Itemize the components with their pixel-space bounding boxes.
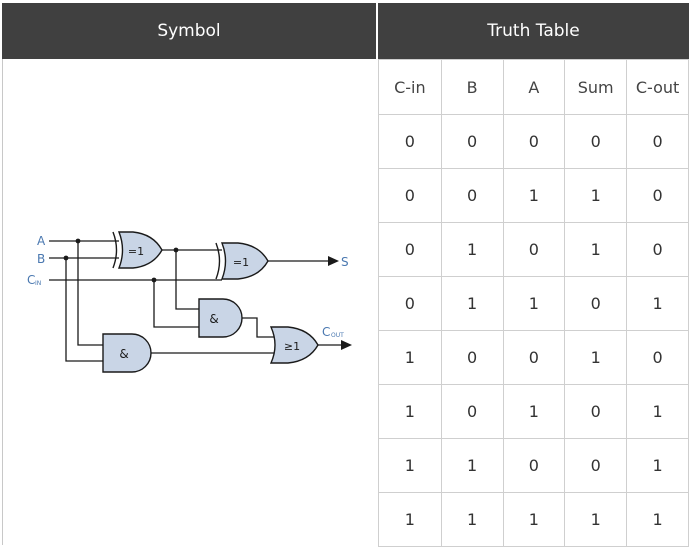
cell: 1 [564, 330, 628, 385]
label-cin-main: C [27, 273, 35, 287]
xor2-label: =1 [233, 256, 249, 269]
cell: 1 [378, 438, 442, 493]
cell: 1 [378, 330, 442, 385]
cell: 0 [378, 276, 442, 331]
wires [49, 240, 341, 362]
col-header-c-in: C-in [378, 59, 442, 115]
cell: 0 [502, 222, 566, 277]
cell: 1 [626, 276, 689, 331]
cell: 1 [440, 492, 504, 547]
cell: 1 [440, 276, 504, 331]
col-header-c-out: C-out [626, 59, 689, 115]
or-gate: ≥1 [269, 326, 319, 364]
cell: 0 [502, 330, 566, 385]
cell: 1 [378, 492, 442, 547]
cell: 1 [502, 384, 566, 439]
label-a: A [37, 234, 46, 248]
cell: 1 [378, 384, 442, 439]
truth-table: C-in B A Sum C-out 0 0 0 0 0 0 0 1 1 0 [378, 59, 689, 547]
cell: 0 [440, 168, 504, 223]
cell: 1 [564, 222, 628, 277]
label-sum: S [341, 255, 349, 269]
label-cin-sub: IN [35, 280, 41, 287]
cell: 1 [626, 438, 689, 493]
cell: 0 [378, 222, 442, 277]
cell: 0 [626, 114, 689, 169]
cell: 1 [440, 222, 504, 277]
cell: 1 [502, 492, 566, 547]
junction-cin [151, 277, 157, 283]
cell: 0 [378, 114, 442, 169]
cell: 0 [440, 114, 504, 169]
cell: 0 [564, 384, 628, 439]
xor1-label: =1 [128, 245, 144, 258]
and2-label: & [119, 347, 128, 361]
table-row: 1 0 1 0 1 [378, 384, 689, 439]
cell: 1 [626, 492, 689, 547]
table-row: 1 0 0 1 0 [378, 330, 689, 385]
table-row: 1 1 1 1 1 [378, 492, 689, 547]
table-row: 1 1 0 0 1 [378, 438, 689, 493]
xor-gate-2: =1 [215, 242, 269, 280]
cell: 0 [440, 330, 504, 385]
label-b: B [37, 252, 45, 266]
wire-and1-to-or [241, 317, 277, 338]
cell: 0 [564, 114, 628, 169]
junction-b [63, 255, 69, 261]
cell: 1 [626, 384, 689, 439]
symbol-header: Symbol [2, 3, 376, 59]
cell: 0 [502, 438, 566, 493]
label-cout-main: C [322, 325, 330, 339]
table-row: 0 1 1 0 1 [378, 276, 689, 331]
or-label: ≥1 [284, 340, 300, 353]
table-row: 0 0 0 0 0 [378, 114, 689, 169]
wire-b-to-and2 [65, 258, 103, 362]
wire-a-to-and2 [77, 241, 103, 346]
table-row: 0 1 0 1 0 [378, 222, 689, 277]
cell: 0 [626, 222, 689, 277]
cell: 0 [564, 276, 628, 331]
junction-a [75, 238, 81, 244]
cell: 1 [440, 438, 504, 493]
cell: 0 [564, 438, 628, 493]
wire-cin-to-and1 [153, 280, 199, 328]
col-header-b: B [440, 59, 504, 115]
wire-xor1-to-and1 [175, 250, 199, 310]
cell: 1 [502, 276, 566, 331]
table-row: 0 0 1 1 0 [378, 168, 689, 223]
junction-xor1 [173, 247, 179, 253]
and1-label: & [209, 312, 218, 326]
cout-arrow [341, 340, 352, 350]
col-header-a: A [502, 59, 566, 115]
col-header-sum: Sum [564, 59, 628, 115]
cell: 0 [378, 168, 442, 223]
cell: 0 [502, 114, 566, 169]
sum-arrow [328, 256, 339, 266]
cell: 1 [564, 168, 628, 223]
cell: 1 [564, 492, 628, 547]
cell: 1 [502, 168, 566, 223]
label-cout-sub: OUT [331, 332, 344, 339]
cell: 0 [626, 168, 689, 223]
cell: 0 [626, 330, 689, 385]
truth-table-header-row: C-in B A Sum C-out [378, 59, 689, 115]
truth-table-header: Truth Table [378, 3, 689, 59]
and-gate-2: & [102, 333, 152, 373]
full-adder-diagram: =1 =1 & & ≥1 A [27, 231, 352, 373]
junctions [63, 238, 179, 283]
cell: 0 [440, 384, 504, 439]
xor-gate-1: =1 [112, 231, 163, 269]
symbol-cell: =1 =1 & & ≥1 A [2, 59, 376, 545]
full-adder-reference: Symbol Truth Table [2, 3, 689, 547]
and-gate-1: & [198, 298, 243, 338]
